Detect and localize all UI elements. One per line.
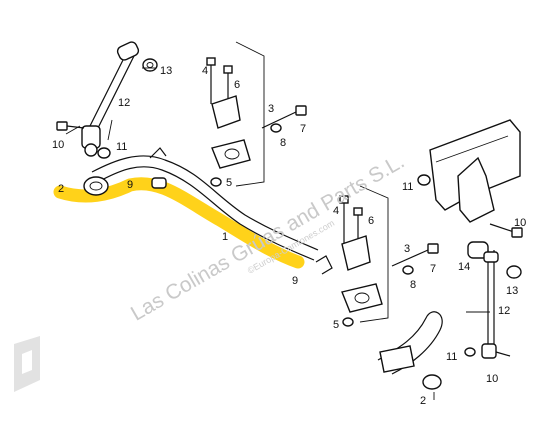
right-link-rod <box>464 241 522 359</box>
callout-3: 3 <box>404 243 410 255</box>
upper-bracket-group <box>206 41 307 187</box>
callout-12: 12 <box>118 97 130 109</box>
watermark: Las Colinas Grúas and Parts S.L. ©Europa… <box>127 150 408 326</box>
callout-8: 8 <box>280 137 286 149</box>
left-link-nut <box>142 58 158 72</box>
left-bushing <box>83 176 109 196</box>
watermark-badge-icon <box>14 336 40 392</box>
callout-1: 1 <box>222 231 228 243</box>
callout-8: 8 <box>410 279 416 291</box>
callout-14: 14 <box>458 261 470 273</box>
callout-6: 6 <box>368 215 374 227</box>
lower-bracket-group <box>339 185 439 327</box>
left-nut <box>97 147 111 159</box>
callout-7: 7 <box>430 263 436 275</box>
callout-5: 5 <box>226 177 232 189</box>
callout-10: 10 <box>52 139 64 151</box>
callout-11: 11 <box>402 181 413 193</box>
callout-7: 7 <box>300 123 306 135</box>
callout-9: 9 <box>127 179 133 191</box>
callout-labels: 1 2 2 3 3 4 4 5 5 6 6 7 7 8 8 9 9 10 10 … <box>52 65 526 407</box>
callout-4: 4 <box>202 65 208 77</box>
callout-13: 13 <box>160 65 172 77</box>
callout-6: 6 <box>234 79 240 91</box>
stabilizer-bar <box>91 155 319 251</box>
leader-lines <box>65 67 490 400</box>
callout-3: 3 <box>268 103 274 115</box>
left-bolt <box>56 121 85 131</box>
callout-2: 2 <box>58 183 64 195</box>
callout-11: 11 <box>116 141 127 153</box>
left-link-rod <box>81 41 140 157</box>
callout-4: 4 <box>333 205 339 217</box>
right-clip <box>315 255 333 275</box>
chassis-bracket <box>417 119 523 238</box>
callout-9: 9 <box>292 275 298 287</box>
callout-10: 10 <box>486 373 498 385</box>
callout-2: 2 <box>420 395 426 407</box>
callout-10: 10 <box>514 217 526 229</box>
callout-11: 11 <box>446 351 457 363</box>
callout-12: 12 <box>498 305 510 317</box>
callout-13: 13 <box>506 285 518 297</box>
callout-5: 5 <box>333 319 339 331</box>
lower-right-bushing <box>377 311 443 390</box>
left-clip <box>149 147 167 189</box>
